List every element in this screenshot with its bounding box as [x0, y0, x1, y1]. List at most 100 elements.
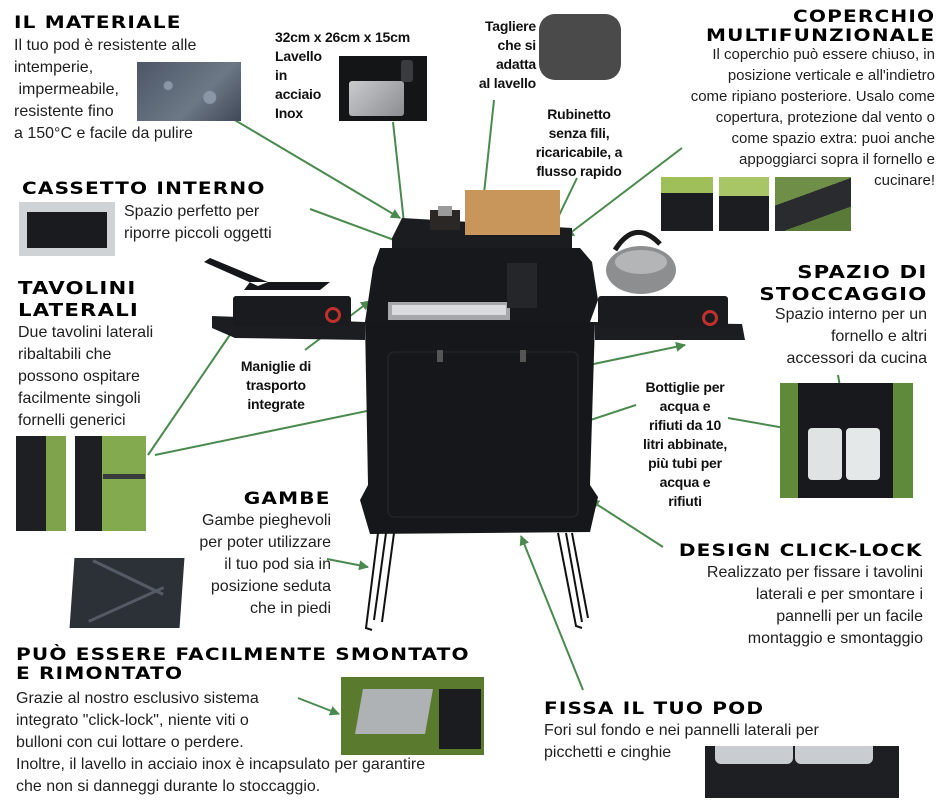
text-line: fornelli generici [18, 412, 126, 429]
text-line: litri abbinate, [642, 436, 728, 452]
heading-smontato: Può essere facilmente smontato e rimonta… [16, 646, 469, 684]
text-line: rifiuti da 10 [648, 417, 722, 433]
text-line: picchetti e cinghie [544, 744, 672, 761]
photo-cutting-board [539, 14, 621, 80]
text-line: il tuo pod sia in [224, 556, 331, 573]
text-line: posizione seduta [210, 578, 331, 595]
text-coperchio: Il coperchio può essere chiuso, in posiz… [691, 44, 935, 191]
text-line: Rubinetto [547, 106, 611, 122]
text-line: Realizzato per fissare i tavolini [706, 564, 923, 581]
left-stove [233, 296, 351, 326]
text-line: senza fili, [548, 125, 610, 141]
text-gambe: Gambe pieghevoli per poter utilizzare il… [199, 510, 331, 620]
photo-sink-module [341, 677, 484, 755]
heading-materiale: Il materiale [14, 13, 182, 33]
text-line: posizione verticale e all'indietro [727, 67, 935, 84]
text-line: rifiuti [668, 493, 702, 509]
heading-stoccaggio: Spazio di stoccaggio [759, 262, 927, 306]
text-line: come ripiano posteriore. Usalo come [690, 88, 935, 105]
text-line: acqua e [659, 398, 711, 414]
label-bottiglie: Bottiglie per acqua e rifiuti da 10 litr… [630, 378, 740, 511]
text-line: trasporto [246, 377, 306, 393]
heading-line: Tavolini [18, 278, 137, 299]
text-line: acqua e [659, 474, 711, 490]
photo-table-open [75, 436, 146, 531]
label-rubinetto: Rubinetto senza fili, ricaricabile, a fl… [524, 105, 634, 181]
text-line: adatta [495, 56, 536, 72]
text-line: flusso rapido [536, 163, 622, 179]
text-line: Bottiglie per [645, 379, 725, 395]
text-line: appoggiarci sopra il fornello e [739, 151, 935, 168]
heading-line: multifunzionale [705, 26, 935, 46]
heading-line: Può essere facilmente smontato [16, 645, 470, 665]
text-line: Fori sul fondo e nei pannelli laterali p… [544, 722, 819, 739]
heading-line: Spazio di [796, 262, 927, 283]
label-lavello: 32cm x 26cm x 15cm Lavello in acciaio In… [275, 28, 410, 123]
photo-water-drops [137, 62, 241, 121]
text-line: Il tuo pod è resistente alle [14, 37, 197, 54]
sink-dimensions: 32cm x 26cm x 15cm [275, 29, 410, 45]
heading-tavolini: Tavolini laterali [18, 278, 138, 322]
text-clicklock: Realizzato per fissare i tavolini latera… [707, 562, 923, 650]
text-line: integrato "click-lock", niente viti o [16, 712, 249, 729]
photo-lid-closed [661, 177, 713, 231]
heading-coperchio: Coperchio multifunzionale [706, 8, 935, 46]
text-line: fornello e altri [830, 328, 927, 345]
frying-pan [204, 258, 330, 290]
photo-lid-vertical [719, 177, 769, 231]
text-smontato: Grazie al nostro esclusivo sistema integ… [16, 688, 425, 798]
photo-lid-back [775, 177, 851, 231]
text-line: intemperie, [14, 59, 94, 76]
text-line: come spazio extra: puoi anche [731, 130, 935, 147]
heading-cassetto: Cassetto interno [22, 179, 266, 199]
text-line: Inox [275, 105, 303, 121]
text-line: che si [497, 37, 537, 53]
label-maniglie: Maniglie di trasporto integrate [228, 357, 324, 414]
text-line: acciaio [275, 86, 322, 102]
text-line: laterali e per smontare i [755, 586, 923, 603]
text-fissa: Fori sul fondo e nei pannelli laterali p… [544, 720, 819, 764]
text-line: resistente fino [14, 103, 114, 120]
photo-table-folded [16, 436, 66, 531]
heading-fissa: Fissa il tuo pod [544, 699, 765, 719]
text-line: riporre piccoli oggetti [124, 225, 272, 242]
text-line: impermeabile, [14, 81, 119, 98]
heading-line: laterali [18, 300, 140, 321]
text-line: Grazie al nostro esclusivo sistema [16, 690, 259, 707]
photo-bottom-holes [705, 746, 899, 798]
text-cassetto: Spazio perfetto per riporre piccoli ogge… [124, 201, 272, 245]
text-line: facilmente singoli [18, 390, 141, 407]
text-stoccaggio: Spazio interno per un fornello e altri a… [775, 304, 927, 370]
photo-drawer [19, 202, 115, 256]
text-line: ricaricabile, a [535, 144, 623, 160]
text-line: che non si danneggi durante lo stoccaggi… [16, 778, 321, 795]
heading-clicklock: Design click-lock [679, 541, 923, 561]
text-line: Inoltre, il lavello in acciaio inox è in… [16, 756, 426, 773]
cutting-board [465, 190, 560, 235]
faucet [507, 263, 537, 308]
text-line: Spazio perfetto per [124, 203, 260, 220]
photo-water-bottles [780, 383, 913, 498]
heading-line: e rimontato [16, 664, 184, 684]
text-line: copertura, protezione dal vento o [715, 109, 935, 126]
text-line: più tubi per [648, 455, 722, 471]
text-line: integrate [247, 396, 305, 412]
text-line: possono ospitare [18, 368, 140, 385]
text-line: che in piedi [250, 600, 331, 617]
text-line: Gambe pieghevoli [202, 512, 331, 529]
heading-line: stoccaggio [758, 284, 927, 305]
text-line: Il coperchio può essere chiuso, in [712, 46, 935, 63]
text-line: Tagliere [484, 18, 536, 34]
cabinet [360, 322, 598, 534]
text-line: Maniglie di [240, 358, 312, 374]
text-line: Due tavolini laterali [18, 324, 154, 341]
text-line: per poter utilizzare [199, 534, 331, 551]
text-line: accessori da cucina [786, 350, 927, 367]
text-line: in [275, 67, 288, 83]
text-line: Lavello [275, 48, 322, 64]
text-materiale: Il tuo pod è resistente alle intemperie,… [14, 35, 196, 145]
text-line: cucinare! [874, 172, 935, 189]
text-line: al lavello [478, 75, 536, 91]
right-stove [598, 296, 728, 328]
